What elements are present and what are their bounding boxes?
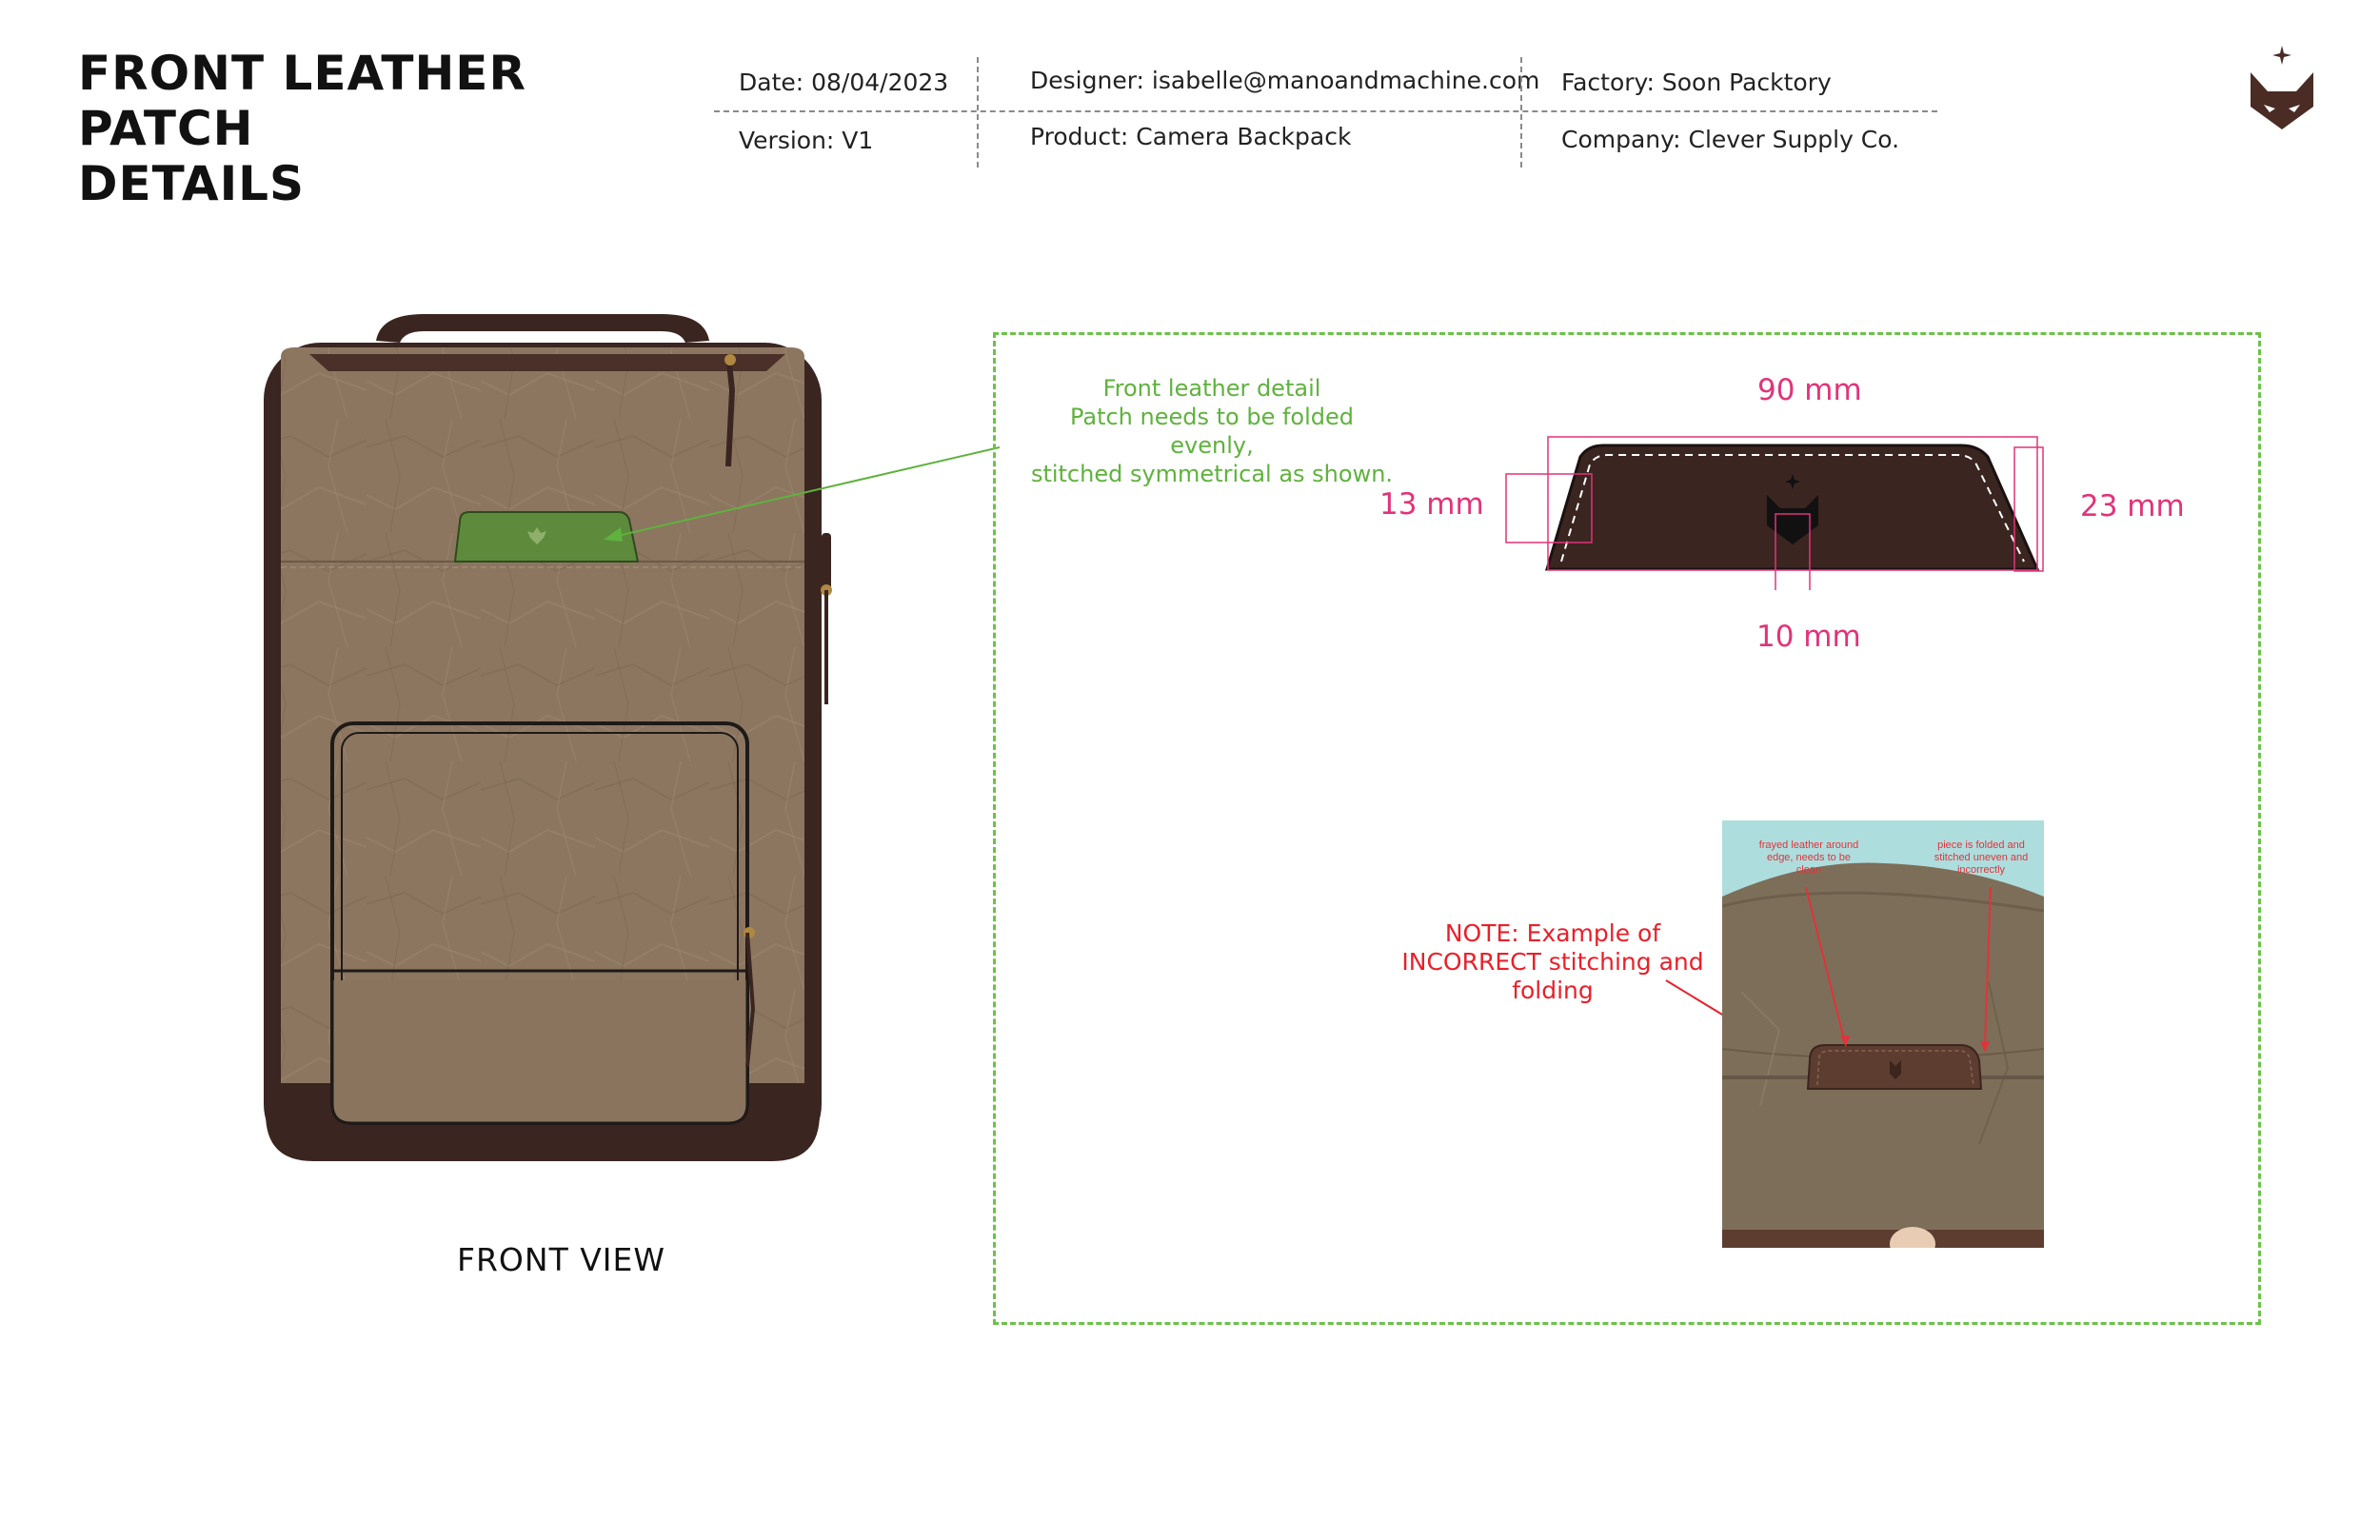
- date-field: Date: 08/04/2023: [739, 69, 949, 96]
- patch-shape: [1544, 444, 2040, 571]
- incorrect-example-photo: frayed leather around edge, needs to be …: [1722, 820, 2044, 1248]
- detail-panel: [993, 332, 2261, 1325]
- version-field: Version: V1: [739, 127, 874, 154]
- page-title-line1: FRONT LEATHER PATCH: [78, 46, 526, 156]
- header-divider-vertical-2: [1520, 57, 1522, 168]
- header-divider-horizontal: [714, 110, 1937, 112]
- page-title: FRONT LEATHER PATCH DETAILS: [78, 46, 687, 211]
- backpack-front-view-illustration: [264, 314, 832, 1161]
- front-view-label: FRONT VIEW: [457, 1241, 666, 1278]
- header-divider-vertical-1: [977, 57, 979, 168]
- front-leather-detail-note: Front leather detail Patch needs to be f…: [1026, 374, 1398, 488]
- photo-note-frayed: frayed leather around edge, needs to be …: [1758, 839, 1859, 876]
- incorrect-example-note: NOTE: Example of INCORRECT stitching and…: [1396, 919, 1710, 1005]
- factory-field: Factory: Soon Packtory: [1561, 69, 1832, 96]
- top-handle: [376, 314, 709, 343]
- fox-head-logo-icon: [2245, 42, 2319, 137]
- company-field: Company: Clever Supply Co.: [1561, 126, 1900, 153]
- width-dimension: 90 mm: [1757, 373, 1862, 407]
- photo-note-folded: piece is folded and stitched uneven and …: [1934, 839, 2029, 876]
- callout-line-1: Front leather detail: [1102, 375, 1321, 402]
- logo-dimension: 10 mm: [1756, 620, 1861, 654]
- right-edge-dimension: 23 mm: [2080, 489, 2185, 523]
- canvas-body: [281, 347, 804, 1123]
- incorrect-note-line-3: folding: [1512, 977, 1594, 1004]
- patch-dimension-drawing: [1505, 436, 2044, 590]
- product-field: Product: Camera Backpack: [1030, 123, 1352, 150]
- front-leather-patch: [453, 511, 640, 563]
- incorrect-note-line-1: NOTE: Example of: [1444, 919, 1661, 947]
- callout-arrow: [604, 446, 1001, 542]
- page-title-line2: DETAILS: [78, 156, 306, 211]
- callout-line-2: Patch needs to be folded evenly,: [1069, 404, 1355, 459]
- left-edge-dimension: 13 mm: [1379, 487, 1484, 522]
- incorrect-note-line-2: INCORRECT stitching and: [1401, 948, 1704, 976]
- callout-line-3: stitched symmetrical as shown.: [1030, 461, 1394, 487]
- designer-field: Designer: isabelle@manoandmachine.com: [1030, 67, 1540, 94]
- fox-head-icon: [1767, 495, 1818, 544]
